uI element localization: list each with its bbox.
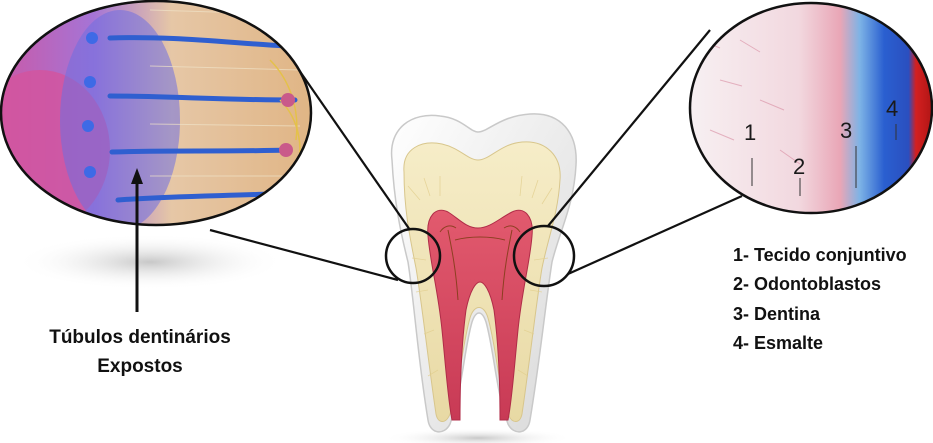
legend-item-2: 2- Odontoblastos <box>733 274 881 294</box>
tooth-shadow <box>383 428 573 443</box>
right-magnification-circle: 1 2 3 4 <box>689 0 933 214</box>
marker-3: 3 <box>840 118 852 143</box>
marker-4: 4 <box>886 96 898 121</box>
legend: 1- Tecido conjuntivo 2- Odontoblastos 3-… <box>733 245 907 353</box>
legend-item-3: 3- Dentina <box>733 304 821 324</box>
caption-tubules-line1: Túbulos dentinários <box>49 327 231 348</box>
caption-tubules-line2: Expostos <box>97 356 183 377</box>
marker-2: 2 <box>793 154 805 179</box>
legend-item-1: 1- Tecido conjuntivo <box>733 245 907 265</box>
left-shadow <box>15 234 285 290</box>
left-magnification-circle <box>0 0 312 230</box>
marker-1: 1 <box>744 120 756 145</box>
tooth <box>392 114 577 432</box>
legend-item-4: 4- Esmalte <box>733 333 823 353</box>
